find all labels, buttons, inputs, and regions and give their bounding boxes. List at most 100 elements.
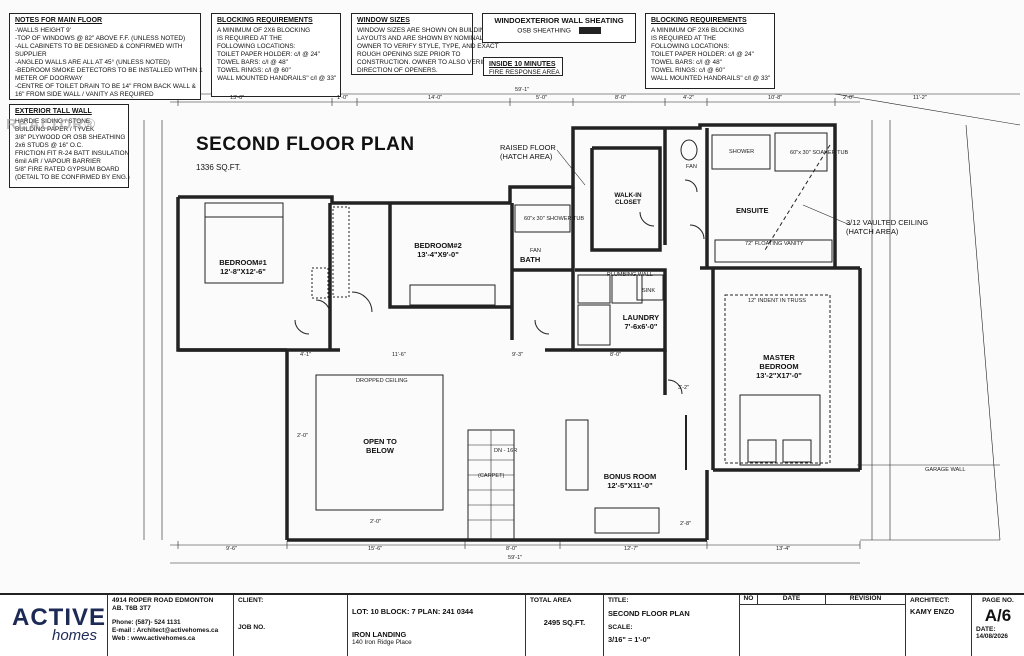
company-logo-text: ACTIVE [12,604,107,631]
room-size: 12'-5"X11'-0" [607,481,653,490]
notes-blocking-requirements-2: BLOCKING REQUIREMENTS A MINIMUM OF 2X6 B… [645,13,775,89]
room-size: 13'-2"X17'-0" [756,371,802,380]
callout-stair-dn: DN - 16R [494,448,518,454]
floor-plan-drawing [10,93,1021,564]
note-line: 16" FROM SIDE WALL / VANITY AS REQUIRED [15,91,154,98]
dimension-label: 4'-2" [683,95,695,101]
note-line: HARDIE SIDING / STONE [15,118,91,125]
total-area-caption: TOTAL AREA [530,597,572,604]
page-number: A/6 [984,606,1012,625]
note-line: ROUGH OPENING SIZE PRIOR TO [357,51,461,58]
callout-soaker-tub: 60"x 30" SOAKER TUB [790,150,849,156]
note-line: A MINIMUM OF 2X6 BLOCKING [217,27,311,34]
dimension-label: 2'-8" [680,521,692,527]
dimension-label: 1'-0" [337,95,349,101]
room-name: BEDROOM#1 [219,258,267,267]
tb-revision-table: NO DATE REVISION [740,595,906,656]
date-value: 14/08/2026 [976,633,1008,640]
dimension-label: 9'-3" [512,352,524,358]
revision-col-no: NO [740,595,758,604]
room-name: CLOSET [615,199,641,206]
room-label-bath: BATH [520,255,541,264]
dimension-label: 13'-0" [230,95,245,101]
room-name: OPEN TO [363,437,397,446]
notes-blocking-requirements-1: BLOCKING REQUIREMENTS A MINIMUM OF 2X6 B… [211,13,341,97]
room-name: WALK-IN [614,192,642,199]
callout-dropped-ceiling: DROPPED CEILING [356,378,408,384]
company-phone: Phone: (587)- 524 1131 [112,619,181,626]
architect-caption: ARCHITECT: [910,597,950,604]
tb-architect-cell: ARCHITECT: KAMY ENZO [906,595,972,656]
title-value: SECOND FLOOR PLAN [608,609,690,618]
callout-vanity: 72" FLOATING VANITY [745,241,804,247]
room-size: 7'-6x6'-0" [624,322,658,331]
callout-carpet: (CARPET) [478,473,505,479]
job-caption: JOB NO. [238,624,266,631]
plan-area: 1336 SQ.FT. [196,163,241,172]
note-line: SUPPLIER [15,51,47,58]
callout-fan-2: FAN [530,248,541,254]
company-email: E-mail : Architect@activehomes.ca [112,627,219,634]
room-name: BEDROOM [759,362,799,371]
dimension-label: 59'-1" [508,555,523,561]
room-name: BEDROOM#2 [414,241,462,250]
note-line: WINDOW SIZES ARE SHOWN ON BUILDING [357,27,490,34]
callout-sink: SINK [642,288,656,294]
note-line: TOWEL RINGS: c/l @ 60" [217,67,291,74]
project-address: 140 Iron Ridge Place [352,639,412,646]
room-label-master: MASTER BEDROOM 13'-2"X17'-0" [740,353,818,380]
callout-line: 3/12 VAULTED CEILING [846,218,929,227]
blocking-heading: BLOCKING REQUIREMENTS [217,17,313,24]
dimension-label: 8'-0" [506,546,518,552]
room-size: 13'-4"X9'-0" [417,250,459,259]
callout-raised-floor: RAISED FLOOR (HATCH AREA) [500,143,570,161]
note-line: LAYOUTS AND ARE SHOWN BY NOMINAL SIZE. [357,35,501,42]
dimension-label: 13'-4" [776,546,791,552]
dimension-label: 9'-6" [226,546,238,552]
dimension-label: 5'-0" [536,95,548,101]
note-line: -TOP OF WINDOWS @ 82" ABOVE F.F. (UNLESS… [15,35,186,42]
room-label-laundry: LAUNDRY 7'-6x6'-0" [616,313,666,331]
callout-vaulted-ceiling: 3/12 VAULTED CEILING (HATCH AREA) [846,218,966,236]
scale-value: 3/16" = 1'-0" [608,635,651,644]
note-line: 6mil AIR / VAPOUR BARRIER [15,158,101,165]
dimension-label: 14'-0" [428,95,443,101]
note-line: 2x6 STUDS @ 16" O.C. [15,142,84,149]
tb-client-cell: CLIENT: JOB NO. [234,595,348,656]
tb-address-cell: 4914 ROPER ROAD EDMONTON AB. T6B 3T7 Pho… [108,595,234,656]
notes-window-sizes: WINDOW SIZES WINDOW SIZES ARE SHOWN ON B… [351,13,501,75]
sheating-heading: WINDOEXTERIOR WALL SHEATING [494,16,624,25]
title-block: 4914 ROPER ROAD EDMONTON AB. T6B 3T7 Pho… [0,593,1024,656]
note-line: TOWEL RINGS: c/l @ 60" [651,67,725,74]
company-address-2: AB. T6B 3T7 [112,605,151,612]
title-caption: TITLE: [608,597,629,604]
note-line: OWNER TO VERIFY STYLE, TYPE, AND EXACT [357,43,499,50]
note-line: TOWEL BARS: c/l @ 48" [217,59,288,66]
client-caption: CLIENT: [238,597,264,604]
inside-10-heading: INSIDE 10 MINUTES [489,61,556,68]
note-line: TOILET PAPER HOLDER: c/l @ 24" [217,51,320,58]
tb-page-cell: PAGE NO. A/6 DATE: 14/08/2026 [972,595,1024,656]
note-line: CONSTRUCTION. OWNER TO ALSO VERIFY [357,59,491,66]
room-name: BONUS ROOM [603,472,657,481]
note-line: WALL MOUNTED HANDRAILS" c/l @ 33" [651,75,771,82]
company-web: Web : www.activehomes.ca [112,635,196,642]
revision-col-revision: REVISION [849,595,882,602]
note-line: -ALL CABINETS TO BE DESIGNED & CONFIRMED… [15,43,183,50]
tb-title-cell: TITLE: SECOND FLOOR PLAN SCALE: 3/16" = … [604,595,740,656]
dimension-label: 11'-6" [392,352,406,358]
notes-exterior-tall-wall-heading: EXTERIOR TALL WALL [15,108,92,115]
note-line: TOWEL BARS: c/l @ 48" [651,59,722,66]
dimension-label: 2'-0" [297,433,309,439]
room-name: MASTER [763,353,795,362]
callout-line: (HATCH AREA) [500,152,553,161]
company-address-1: 4914 ROPER ROAD EDMONTON [112,597,214,604]
dimension-label: 2'-0" [370,519,382,525]
scale-caption: SCALE: [608,624,633,631]
callout-line: RAISED FLOOR [500,143,556,152]
room-label-bonus: BONUS ROOM 12'-5"X11'-0" [595,472,665,490]
note-line: -BEDROOM SMOKE DETECTORS TO BE INSTALLED… [15,67,203,74]
tb-area-cell: TOTAL AREA 2495 SQ.FT. [526,595,604,656]
note-line: OSB SHEATHING [488,27,630,35]
callout-plumbing-wall: PLUMBING WALL [607,272,653,278]
